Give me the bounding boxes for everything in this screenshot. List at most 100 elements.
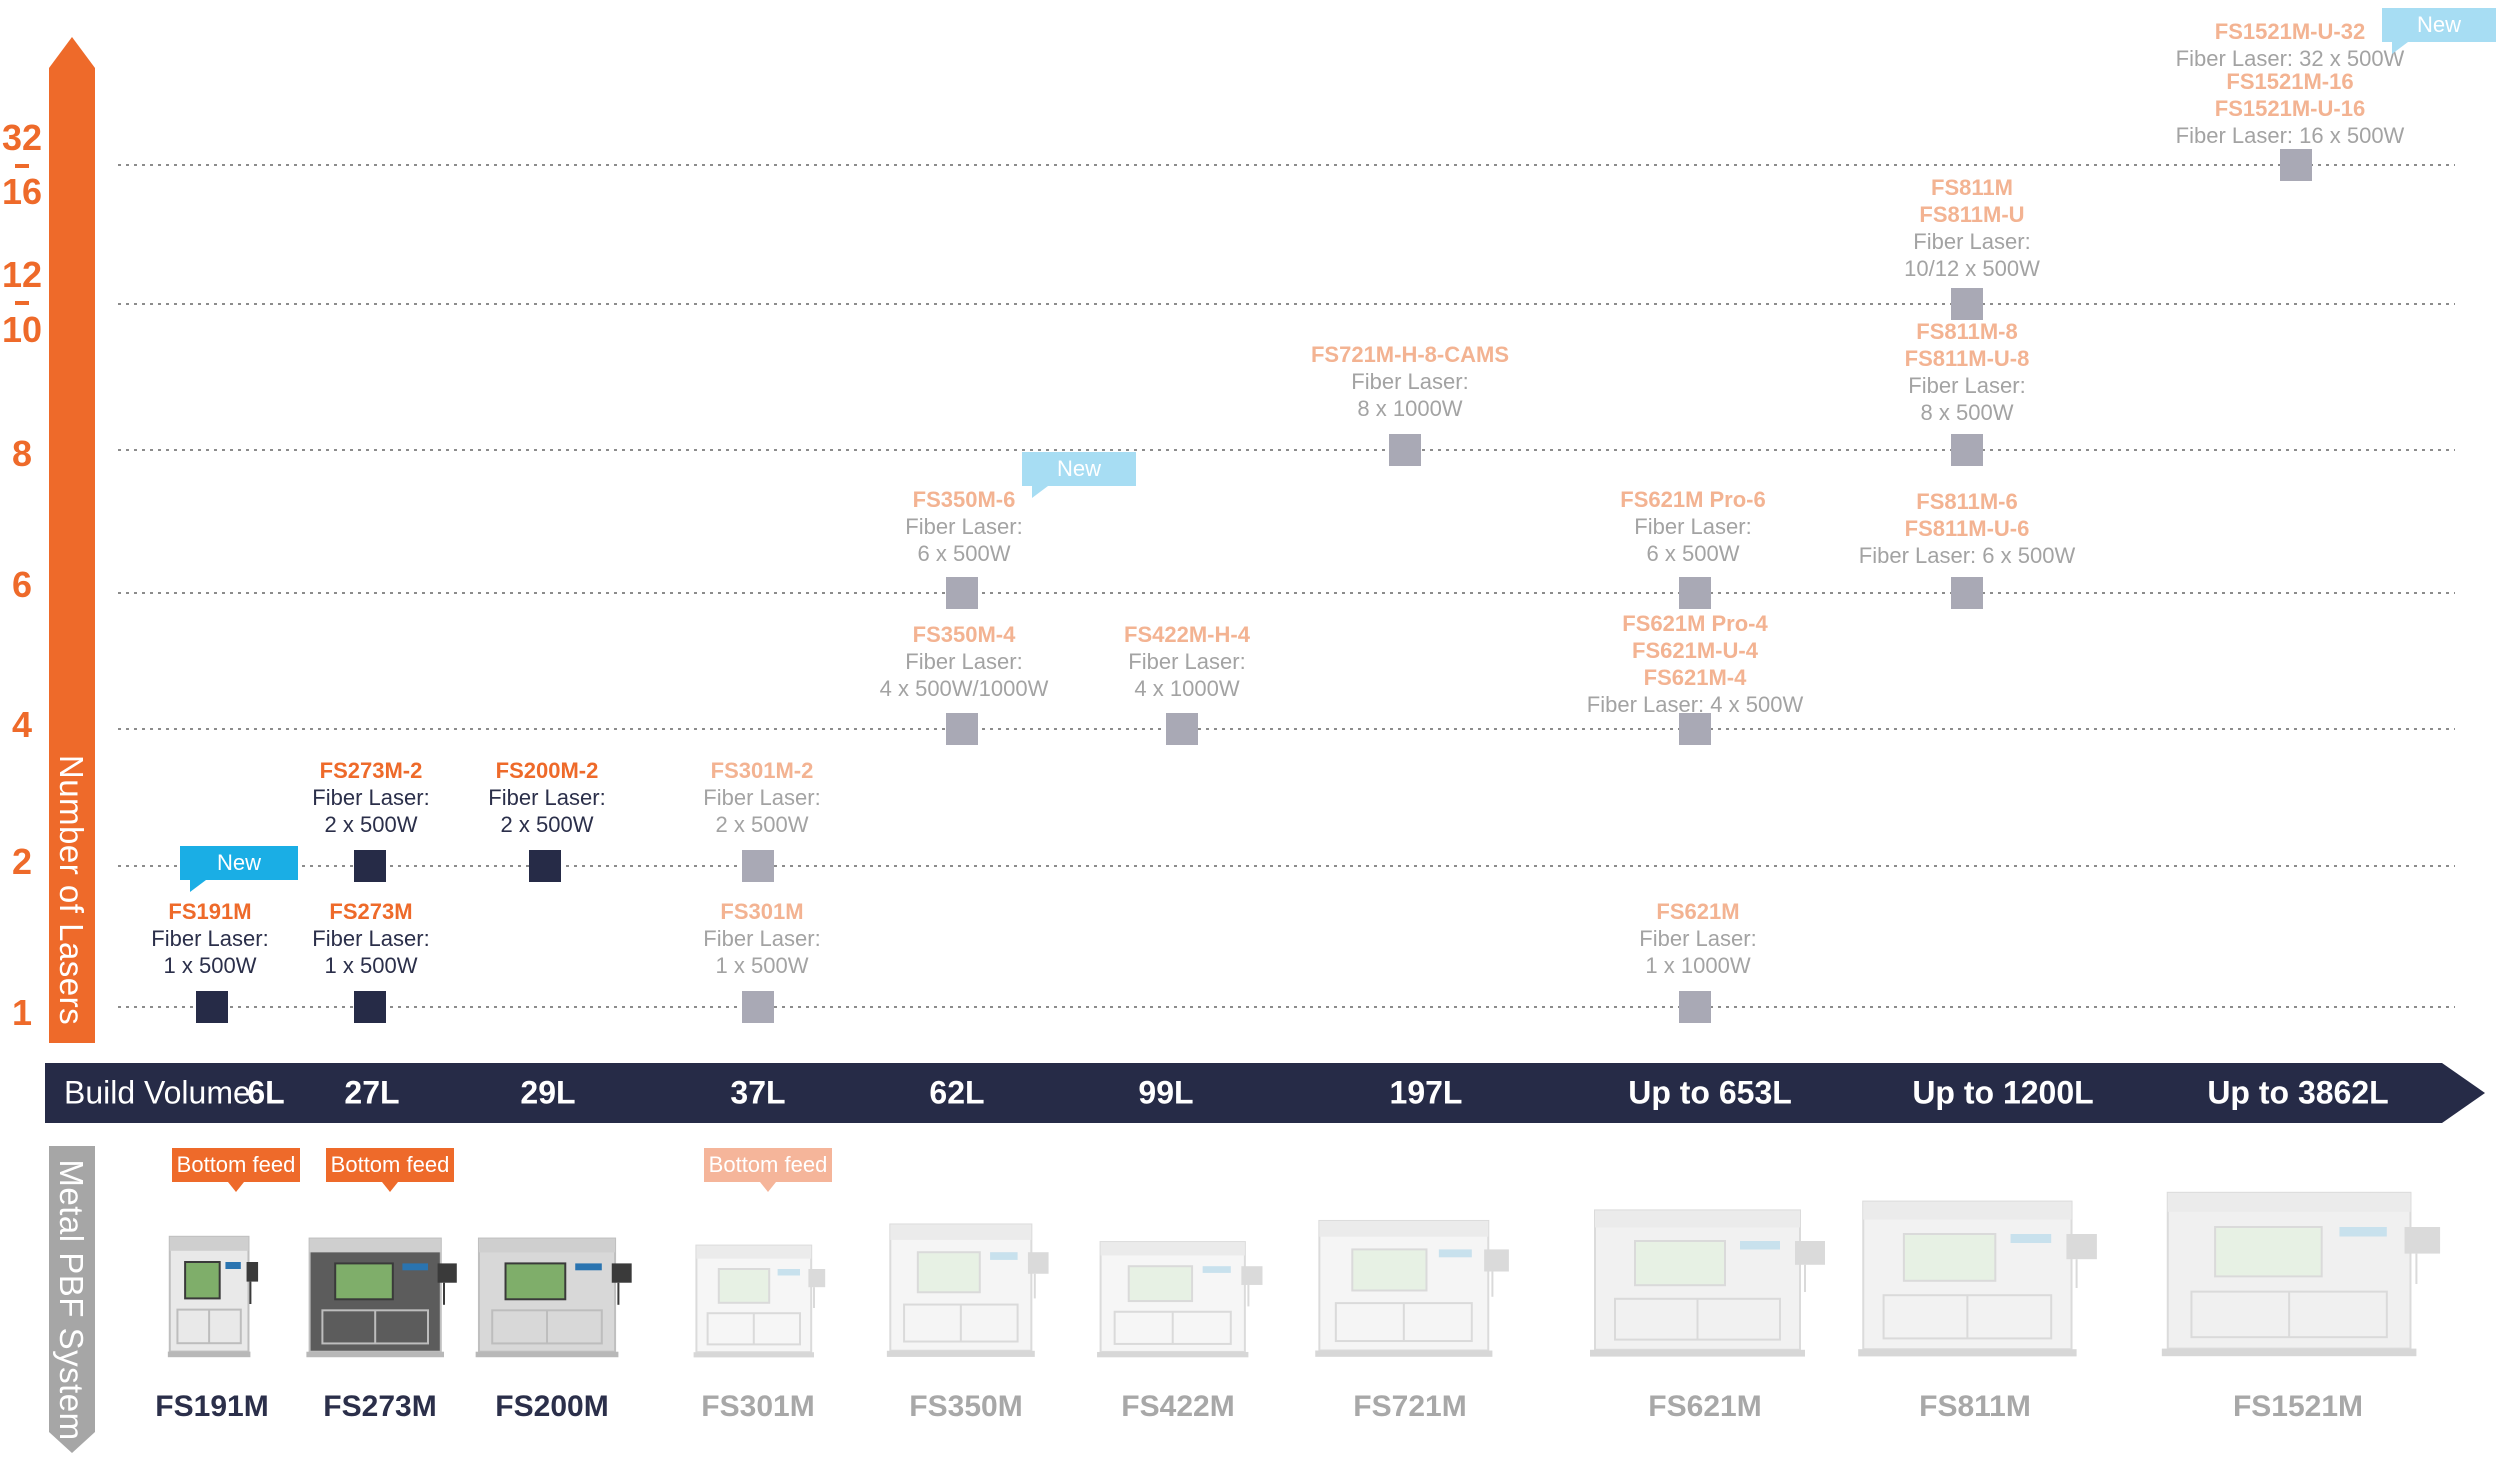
laser-spec: Fiber Laser: [1913,229,2031,254]
data-point-marker [1389,434,1421,466]
machine-illustration [688,1230,828,1360]
y-tick-range-dash [15,301,29,305]
model-name: FS301M [720,899,804,924]
machine-name: FS621M [1648,1390,1762,1423]
model-name: FS811M-U [1919,202,2025,227]
data-point-marker [946,577,978,609]
badge-pointer [228,1182,244,1192]
machine-illustration [1580,1190,1830,1360]
laser-spec: 1 x 500W [324,953,418,978]
laser-spec: 2 x 500W [715,812,809,837]
model-name: FS621M Pro-4 [1622,611,1768,636]
badge-pointer [1032,486,1048,498]
laser-spec: 6 x 500W [1646,541,1740,566]
data-point-marker [1679,991,1711,1023]
laser-spec: Fiber Laser: [1639,926,1757,951]
data-point-marker [2280,149,2312,181]
badge-pointer [382,1182,398,1192]
build-volume-tick: Up to 3862L [2207,1074,2389,1111]
laser-spec: Fiber Laser: [1634,514,1752,539]
laser-spec: Fiber Laser: 4 x 500W [1586,692,1804,717]
laser-spec: Fiber Laser: [905,514,1023,539]
bottom-feed-badge: Bottom feed [704,1148,832,1182]
y-tick-label: 2 [11,841,33,882]
machine-name: FS200M [495,1390,609,1423]
machine-illustration [164,1220,260,1360]
machine-name: FS811M [1919,1390,2031,1423]
x-axis-title: Build Volume [64,1074,251,1111]
model-name: FS811M-6 [1916,489,2018,514]
model-name: FS811M-U-8 [1904,346,2030,371]
model-name: FS422M-H-4 [1124,622,1250,647]
laser-spec: Fiber Laser: 16 x 500W [2175,123,2405,148]
y-tick-label: 10 [1,309,43,350]
laser-spec: 10/12 x 500W [1904,256,2040,281]
y-tick-label: 4 [11,704,33,745]
build-volume-arrow [45,1063,2485,1123]
laser-spec: Fiber Laser: [312,926,430,951]
badge-pointer [190,880,206,892]
laser-spec: Fiber Laser: [905,649,1023,674]
laser-spec: Fiber Laser: [703,785,821,810]
model-name: FS811M-U-6 [1904,516,2030,541]
model-name: FS621M-U-4 [1632,638,1758,663]
laser-spec: 1 x 500W [163,953,257,978]
laser-spec: Fiber Laser: [488,785,606,810]
laser-spec: Fiber Laser: [1908,373,2026,398]
laser-spec: 1 x 500W [715,953,809,978]
machine-illustration [300,1222,460,1360]
laser-spec: 4 x 500W/1000W [879,676,1049,701]
laser-spec: Fiber Laser: [1128,649,1246,674]
laser-spec: Fiber Laser: [312,785,430,810]
model-name: FS273M [329,899,413,924]
build-volume-tick: 27L [344,1074,400,1111]
machine-name: FS721M [1353,1390,1467,1423]
laser-spec: Fiber Laser: 32 x 500W [2175,46,2405,71]
build-volume-tick: Up to 1200L [1912,1074,2094,1111]
data-point-marker [354,991,386,1023]
model-name: FS1521M-U-16 [2214,96,2366,121]
laser-spec: Fiber Laser: [703,926,821,951]
y-tick-label: 32 [1,117,43,158]
data-point-marker [1166,713,1198,745]
data-point-marker [1951,577,1983,609]
model-name: FS811M [1931,175,2013,200]
new-badge: New [1022,452,1136,486]
data-point-marker [742,850,774,882]
new-badge: New [2382,8,2496,42]
machine-illustration [880,1206,1052,1360]
model-name: FS273M-2 [319,758,423,783]
model-name: FS621M Pro-6 [1620,487,1766,512]
data-point-marker [946,713,978,745]
model-name: FS621M [1656,899,1740,924]
data-point-marker [354,850,386,882]
y-axis-arrow [49,37,95,1043]
laser-spec: Fiber Laser: [1351,369,1469,394]
data-point-marker [529,850,561,882]
machine-name: FS422M [1121,1390,1235,1423]
new-badge: New [180,846,298,880]
bottom-feed-badge: Bottom feed [326,1148,454,1182]
model-name: FS1521M-16 [2226,69,2354,94]
data-point-marker [1679,713,1711,745]
model-name: FS301M-2 [710,758,814,783]
model-name: FS621M-4 [1643,665,1747,690]
